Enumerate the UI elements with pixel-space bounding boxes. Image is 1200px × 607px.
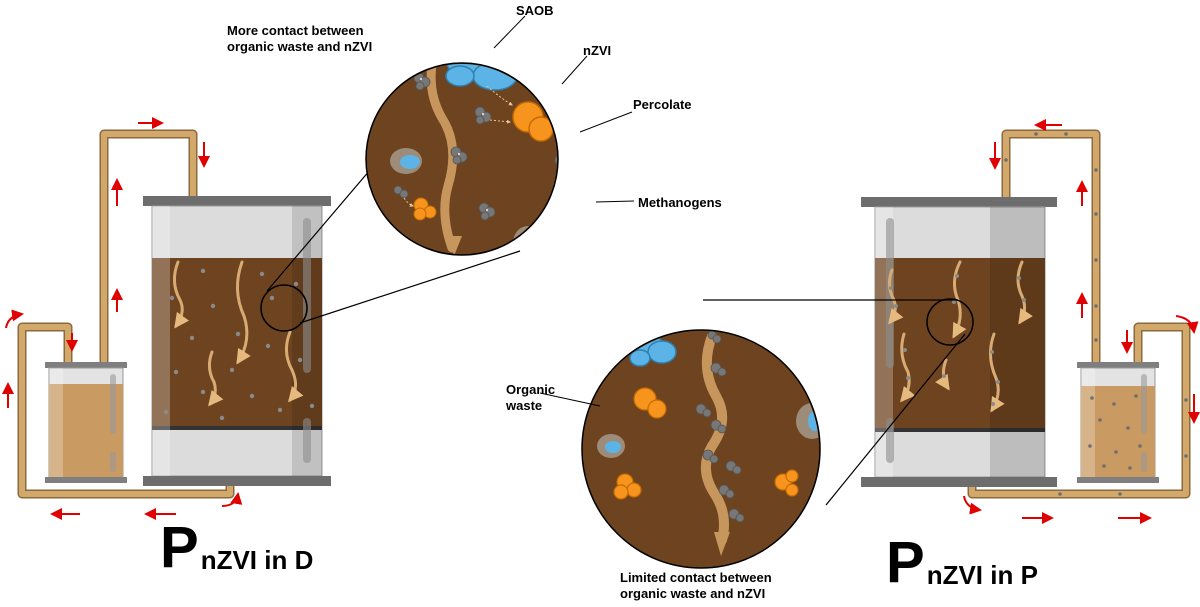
top-zoom-circle (365, 62, 559, 256)
organic-waste-label: Organic waste (506, 382, 555, 414)
bottom-zoom-circle (581, 329, 821, 569)
left-system (1, 117, 331, 520)
nzvi-label: nZVI (583, 43, 612, 58)
left-percolate-tank (45, 362, 127, 483)
zoom-callout-lines (266, 169, 966, 506)
saob-cell-top (445, 64, 518, 91)
left-title-sub: nZVI in D (200, 545, 314, 575)
methanogens-label: Methanogens (638, 195, 722, 210)
saob-label: SAOB (516, 3, 554, 18)
right-digester (861, 197, 1057, 487)
bottom-contact-label: Limited contact between organic waste an… (620, 570, 772, 602)
right-flow-arrows (963, 119, 1200, 524)
left-title: PnZVI in D (160, 519, 313, 577)
organic-line2: waste (506, 398, 543, 413)
percolate-label: Percolate (633, 97, 692, 112)
left-pipe-network (17, 129, 235, 499)
right-system (861, 119, 1200, 524)
right-percolate-tank (1077, 362, 1159, 483)
right-title-sub: nZVI in P (926, 560, 1038, 590)
organic-line1: Organic (506, 382, 556, 397)
bottom-contact-line2: organic waste and nZVI (620, 586, 766, 601)
left-digester (143, 196, 331, 486)
left-flow-arrows (1, 117, 243, 520)
right-pipe-network (967, 129, 1191, 499)
top-contact-line2: organic waste and nZVI (227, 39, 373, 54)
label-leader-lines (493, 15, 635, 407)
bottom-contact-line1: Limited contact between (620, 570, 772, 585)
top-contact-label: More contact between organic waste and n… (227, 23, 372, 55)
methanogen-top-large (512, 101, 554, 142)
top-contact-line1: More contact between (227, 23, 364, 38)
right-title: PnZVI in P (886, 534, 1038, 592)
right-title-main: P (886, 530, 925, 595)
left-title-main: P (160, 515, 199, 580)
